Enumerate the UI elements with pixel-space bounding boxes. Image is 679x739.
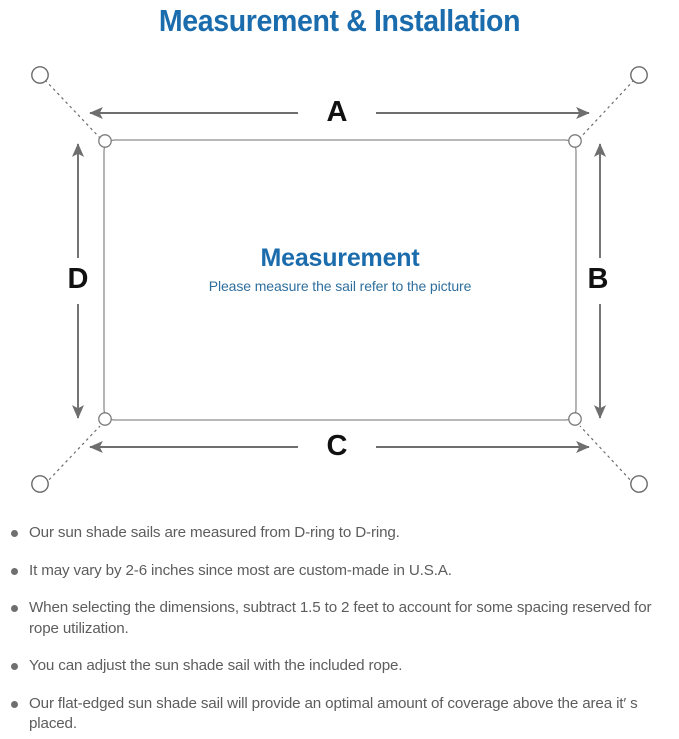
bullet-icon — [11, 567, 18, 575]
center-label-heading: Measurement — [260, 244, 420, 272]
note-text: When selecting the dimensions, subtract … — [29, 599, 652, 637]
note-text: Our sun shade sails are measured from D-… — [29, 524, 400, 541]
dimension-arrows — [71, 106, 607, 454]
d-ring-bottom-left — [98, 412, 112, 426]
rope-bottom-right — [579, 425, 635, 485]
bullet-icon — [11, 530, 18, 537]
anchor-rings — [31, 66, 648, 493]
dimension-label-b: B — [587, 263, 609, 295]
note-item: When selecting the dimensions, subtract … — [0, 598, 679, 639]
diagram-canvas — [31, 66, 648, 493]
notes-list: Our sun shade sails are measured from D-… — [0, 523, 679, 735]
rope-bottom-left — [44, 425, 101, 485]
rope-top-right — [579, 79, 635, 139]
anchor-ring-bottom-right — [630, 475, 648, 493]
rope-top-left — [44, 79, 101, 139]
d-ring-bottom-right — [568, 412, 582, 426]
bullet-icon — [11, 700, 18, 708]
dimension-label-d: D — [67, 263, 89, 295]
note-text: You can adjust the sun shade sail with t… — [29, 657, 403, 674]
center-label-subtext: Please measure the sail refer to the pic… — [208, 278, 472, 294]
note-item: Our flat-edged sun shade sail will provi… — [0, 694, 679, 735]
note-item: It may vary by 2-6 inches since most are… — [0, 561, 679, 582]
sail-outline — [103, 139, 577, 421]
bullet-icon — [11, 605, 18, 612]
bullet-icon — [11, 663, 18, 670]
anchor-ring-top-right — [630, 66, 648, 84]
note-item: You can adjust the sun shade sail with t… — [0, 656, 679, 677]
note-text: Our flat-edged sun shade sail will provi… — [29, 694, 638, 733]
note-item: Our sun shade sails are measured from D-… — [0, 523, 679, 544]
anchor-ring-bottom-left — [31, 475, 49, 493]
rope-lines — [44, 79, 635, 485]
d-ring-top-right — [568, 134, 582, 148]
dimension-label-c: C — [326, 430, 348, 462]
page-title: Measurement & Installation — [158, 3, 521, 38]
d-ring-top-left — [98, 134, 112, 148]
sail-d-rings — [98, 134, 582, 426]
anchor-ring-top-left — [31, 66, 49, 84]
sail-measurement-diagram: A C D B Measurement Please measure the s… — [0, 52, 679, 520]
center-label-block: Measurement Please measure the sail refe… — [104, 242, 576, 296]
dimension-label-a: A — [326, 96, 348, 128]
note-text: It may vary by 2-6 inches since most are… — [29, 561, 452, 579]
